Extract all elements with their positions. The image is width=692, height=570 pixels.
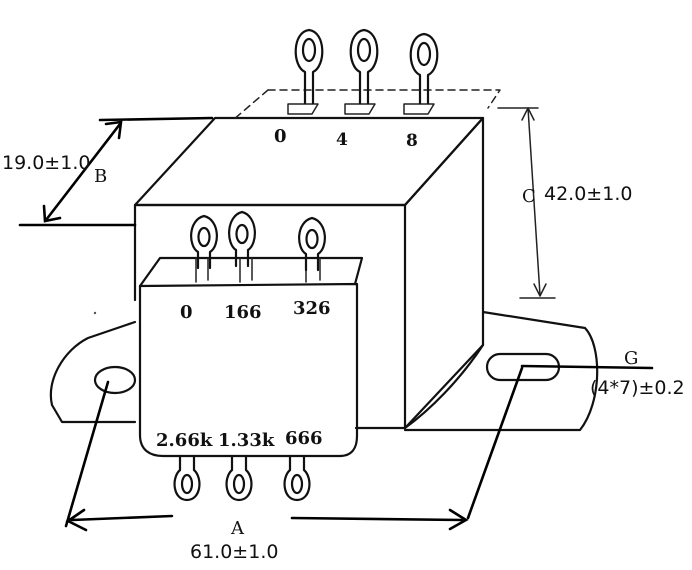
core-top-face [133, 116, 485, 207]
dimension-a-value: 61.0±1.0 [190, 541, 278, 563]
dimension-a-letter: A [230, 518, 245, 539]
dimension-g: G (4*7)±0.2 [520, 348, 685, 399]
dimension-b-value: 19.0±1.0 [2, 152, 90, 174]
dimension-c: C 42.0±1.0 [497, 107, 632, 299]
dimension-g-letter: G [624, 348, 638, 369]
top-bobbin-outline [267, 89, 501, 109]
top-bobbin-left [232, 89, 269, 121]
dimension-a-extension-left [64, 380, 110, 528]
dimension-c-arrow-bottom [533, 283, 547, 297]
dimension-a-line-right [290, 516, 464, 522]
core-right-face [403, 116, 485, 430]
dimension-c-line [527, 107, 541, 296]
core-body [133, 116, 485, 430]
dimension-b-line [44, 122, 122, 222]
front-lower-lug-3 [283, 454, 311, 502]
dimension-c-letter: C [522, 186, 536, 207]
front-upper-lug-1 [190, 214, 218, 270]
front-lower-label-2: 1.33k [218, 430, 275, 451]
front-coil [138, 256, 364, 458]
left-mounting-hole [93, 365, 137, 395]
dimension-g-leader [520, 364, 654, 370]
front-upper-label-3: 326 [293, 298, 331, 319]
dimension-a-arrow-left [65, 508, 88, 532]
top-bobbin [232, 89, 501, 121]
dimension-g-value: (4*7)±0.2 [590, 377, 685, 399]
dimension-c-arrow-top [521, 107, 535, 121]
dimension-b-arrow-top [104, 120, 123, 140]
top-terminal-label-1: 0 [274, 126, 287, 147]
core-front-face [133, 203, 407, 430]
top-lug-1 [294, 28, 324, 105]
front-upper-lug-2 [228, 210, 256, 268]
front-upper-lug-3 [298, 216, 326, 272]
top-tab-2 [344, 103, 376, 115]
dimension-b-letter: B [94, 166, 107, 187]
dimension-a-extension-right [466, 366, 524, 520]
top-lug-2 [349, 28, 379, 105]
dimension-b-extension-top [98, 116, 214, 122]
top-terminal-label-3: 8 [406, 131, 418, 151]
dimension-a: A 61.0±1.0 [64, 366, 524, 563]
front-coil-body [138, 282, 359, 458]
front-upper-label-1: 0 [180, 302, 193, 323]
front-upper-label-2: 166 [224, 302, 262, 323]
left-foot [49, 320, 137, 424]
dimension-b-arrow-bottom [42, 204, 62, 223]
top-tab-3 [403, 103, 435, 115]
front-coil-top [138, 256, 364, 288]
dimension-a-arrow-right [448, 508, 469, 531]
right-foot-inner [403, 343, 485, 430]
dimension-a-line-left [70, 514, 174, 522]
front-coil-tabs [195, 257, 321, 283]
right-foot [403, 310, 599, 432]
top-tab-1 [287, 103, 319, 115]
dimension-c-value: 42.0±1.0 [544, 183, 632, 205]
front-lower-lug-2 [225, 454, 253, 502]
top-lug-3 [409, 32, 439, 105]
dimension-b: 19.0±1.0 B [2, 116, 214, 227]
front-lower-label-1: 2.66k [156, 430, 213, 451]
top-terminal-label-2: 4 [336, 130, 348, 150]
front-lower-label-3: 666 [285, 428, 323, 449]
front-lower-lug-1 [173, 454, 201, 502]
stray-mark [93, 311, 97, 315]
mounting-bracket [49, 310, 599, 432]
